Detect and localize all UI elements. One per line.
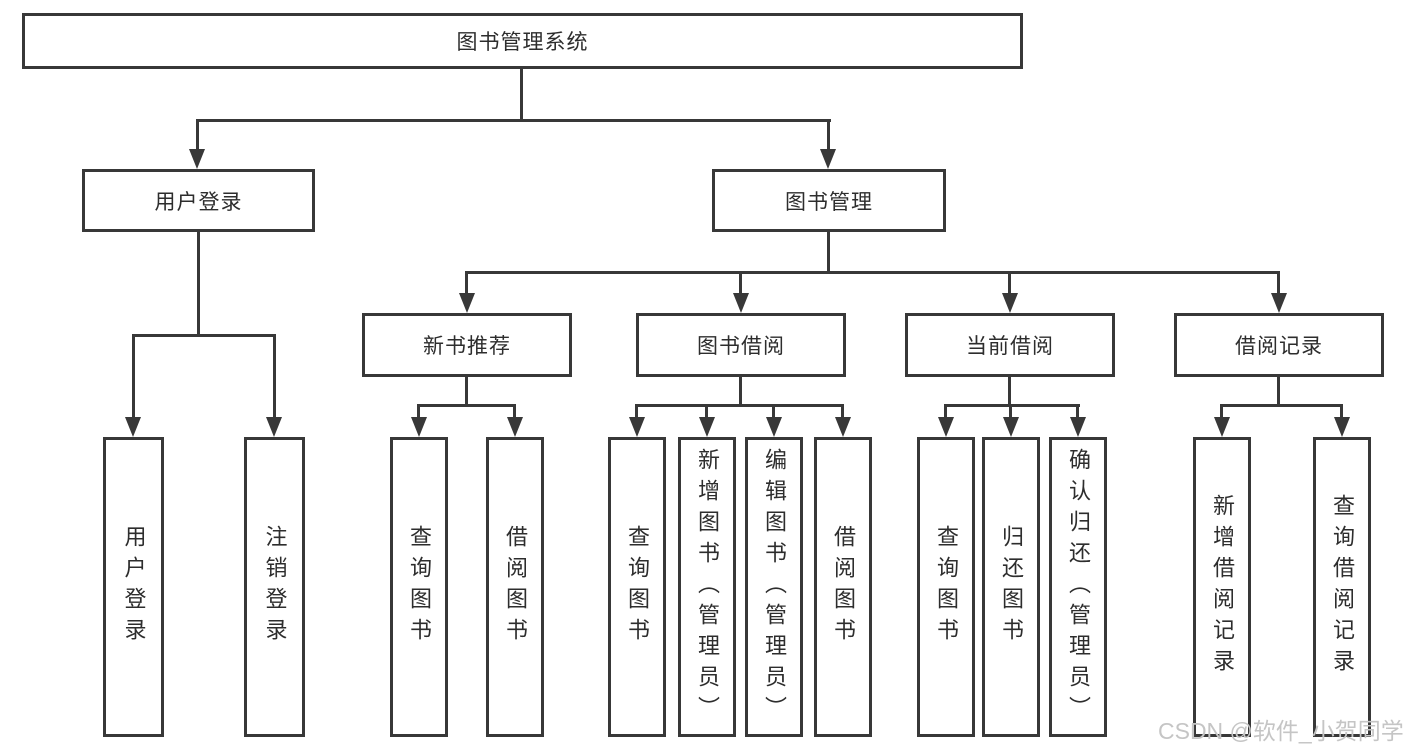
leaf-user-login: 用户登录 <box>103 437 164 737</box>
connector-vline <box>1008 376 1011 406</box>
connector-vline <box>513 404 516 419</box>
leaf-add-borrow-record-label: 新增借阅记录 <box>1210 494 1235 680</box>
arrowhead <box>820 149 836 169</box>
arrowhead <box>766 417 782 437</box>
arrowhead <box>1271 293 1287 313</box>
leaf-query-borrow-record: 查询借阅记录 <box>1313 437 1371 737</box>
connector-vline <box>196 119 199 151</box>
connector-vline <box>1008 271 1011 297</box>
connector-hline <box>132 334 276 337</box>
arrowhead <box>699 417 715 437</box>
leaf-borrow-books: 借阅图书 <box>814 437 872 737</box>
connector-hline <box>944 404 1080 407</box>
connector-vline <box>520 68 523 122</box>
connector-vline <box>1340 404 1343 419</box>
leaf-borrow-books-label: 借阅图书 <box>831 525 856 649</box>
leaf-confirm-return-admin: 确认归还（管理员） <box>1049 437 1107 737</box>
connector-vline <box>1277 271 1280 297</box>
node-borrow-records-label: 借阅记录 <box>1235 335 1323 358</box>
node-book-management: 图书管理 <box>712 169 946 232</box>
leaf-logout: 注销登录 <box>244 437 305 737</box>
arrowhead <box>411 417 427 437</box>
node-root-label: 图书管理系统 <box>456 31 589 54</box>
connector-vline <box>465 376 468 406</box>
connector-hline <box>1220 404 1343 407</box>
connector-hline <box>635 404 844 407</box>
arrowhead <box>125 417 141 437</box>
leaf-logout-label: 注销登录 <box>262 525 288 649</box>
leaf-edit-books-admin: 编辑图书（管理员） <box>745 437 803 737</box>
arrowhead <box>1214 417 1230 437</box>
node-root: 图书管理系统 <box>22 13 1023 69</box>
arrowhead <box>507 417 523 437</box>
arrowhead <box>1070 417 1086 437</box>
leaf-edit-books-admin-label: 编辑图书（管理员） <box>762 447 787 727</box>
arrowhead <box>189 149 205 169</box>
connector-hline <box>465 271 1280 274</box>
node-new-book-recommend-label: 新书推荐 <box>423 335 511 358</box>
node-borrow-records: 借阅记录 <box>1174 313 1384 377</box>
connector-vline <box>132 334 135 419</box>
leaf-recommend-query-books: 查询图书 <box>390 437 448 737</box>
leaf-add-books-admin-label: 新增图书（管理员） <box>695 447 720 727</box>
leaf-recommend-borrow-books-label: 借阅图书 <box>503 525 528 649</box>
connector-vline <box>841 404 844 419</box>
leaf-add-books-admin: 新增图书（管理员） <box>678 437 736 737</box>
leaf-query-borrow-record-label: 查询借阅记录 <box>1330 494 1355 680</box>
node-user-login-label: 用户登录 <box>154 190 243 214</box>
leaf-return-books: 归还图书 <box>982 437 1040 737</box>
leaf-user-login-label: 用户登录 <box>121 525 147 649</box>
arrowhead <box>1003 417 1019 437</box>
node-current-borrow: 当前借阅 <box>905 313 1115 377</box>
connector-vline <box>465 271 468 297</box>
arrowhead <box>1002 293 1018 313</box>
connector-hline <box>417 404 516 407</box>
arrowhead <box>835 417 851 437</box>
arrowhead <box>266 417 282 437</box>
node-user-login: 用户登录 <box>82 169 315 232</box>
leaf-recommend-borrow-books: 借阅图书 <box>486 437 544 737</box>
node-new-book-recommend: 新书推荐 <box>362 313 572 377</box>
leaf-return-books-label: 归还图书 <box>999 525 1024 649</box>
connector-vline <box>635 404 638 419</box>
connector-vline <box>944 404 947 419</box>
leaf-recommend-query-books-label: 查询图书 <box>407 525 432 649</box>
connector-vline <box>1076 404 1079 419</box>
connector-vline <box>772 404 775 419</box>
connector-vline <box>1220 404 1223 419</box>
leaf-current-query-books: 查询图书 <box>917 437 975 737</box>
connector-vline <box>197 231 200 337</box>
connector-hline <box>196 119 831 122</box>
leaf-confirm-return-admin-label: 确认归还（管理员） <box>1066 447 1091 727</box>
csdn-watermark: CSDN @软件_小贺同学 <box>1158 718 1404 744</box>
connector-vline <box>1009 404 1012 419</box>
arrowhead <box>459 293 475 313</box>
leaf-add-borrow-record: 新增借阅记录 <box>1193 437 1251 737</box>
node-book-borrow-label: 图书借阅 <box>697 335 785 358</box>
leaf-borrow-query-books: 查询图书 <box>608 437 666 737</box>
connector-vline <box>417 404 420 419</box>
connector-vline <box>827 231 830 274</box>
arrowhead <box>1334 417 1350 437</box>
leaf-current-query-books-label: 查询图书 <box>934 525 959 649</box>
connector-vline <box>273 334 276 419</box>
connector-vline <box>1277 376 1280 406</box>
connector-vline <box>827 119 830 151</box>
connector-vline <box>739 376 742 406</box>
node-book-borrow: 图书借阅 <box>636 313 846 377</box>
arrowhead <box>938 417 954 437</box>
node-current-borrow-label: 当前借阅 <box>966 335 1054 358</box>
leaf-borrow-query-books-label: 查询图书 <box>625 525 650 649</box>
connector-vline <box>705 404 708 419</box>
arrowhead <box>629 417 645 437</box>
connector-vline <box>739 271 742 297</box>
arrowhead <box>733 293 749 313</box>
node-book-management-label: 图书管理 <box>785 190 873 214</box>
